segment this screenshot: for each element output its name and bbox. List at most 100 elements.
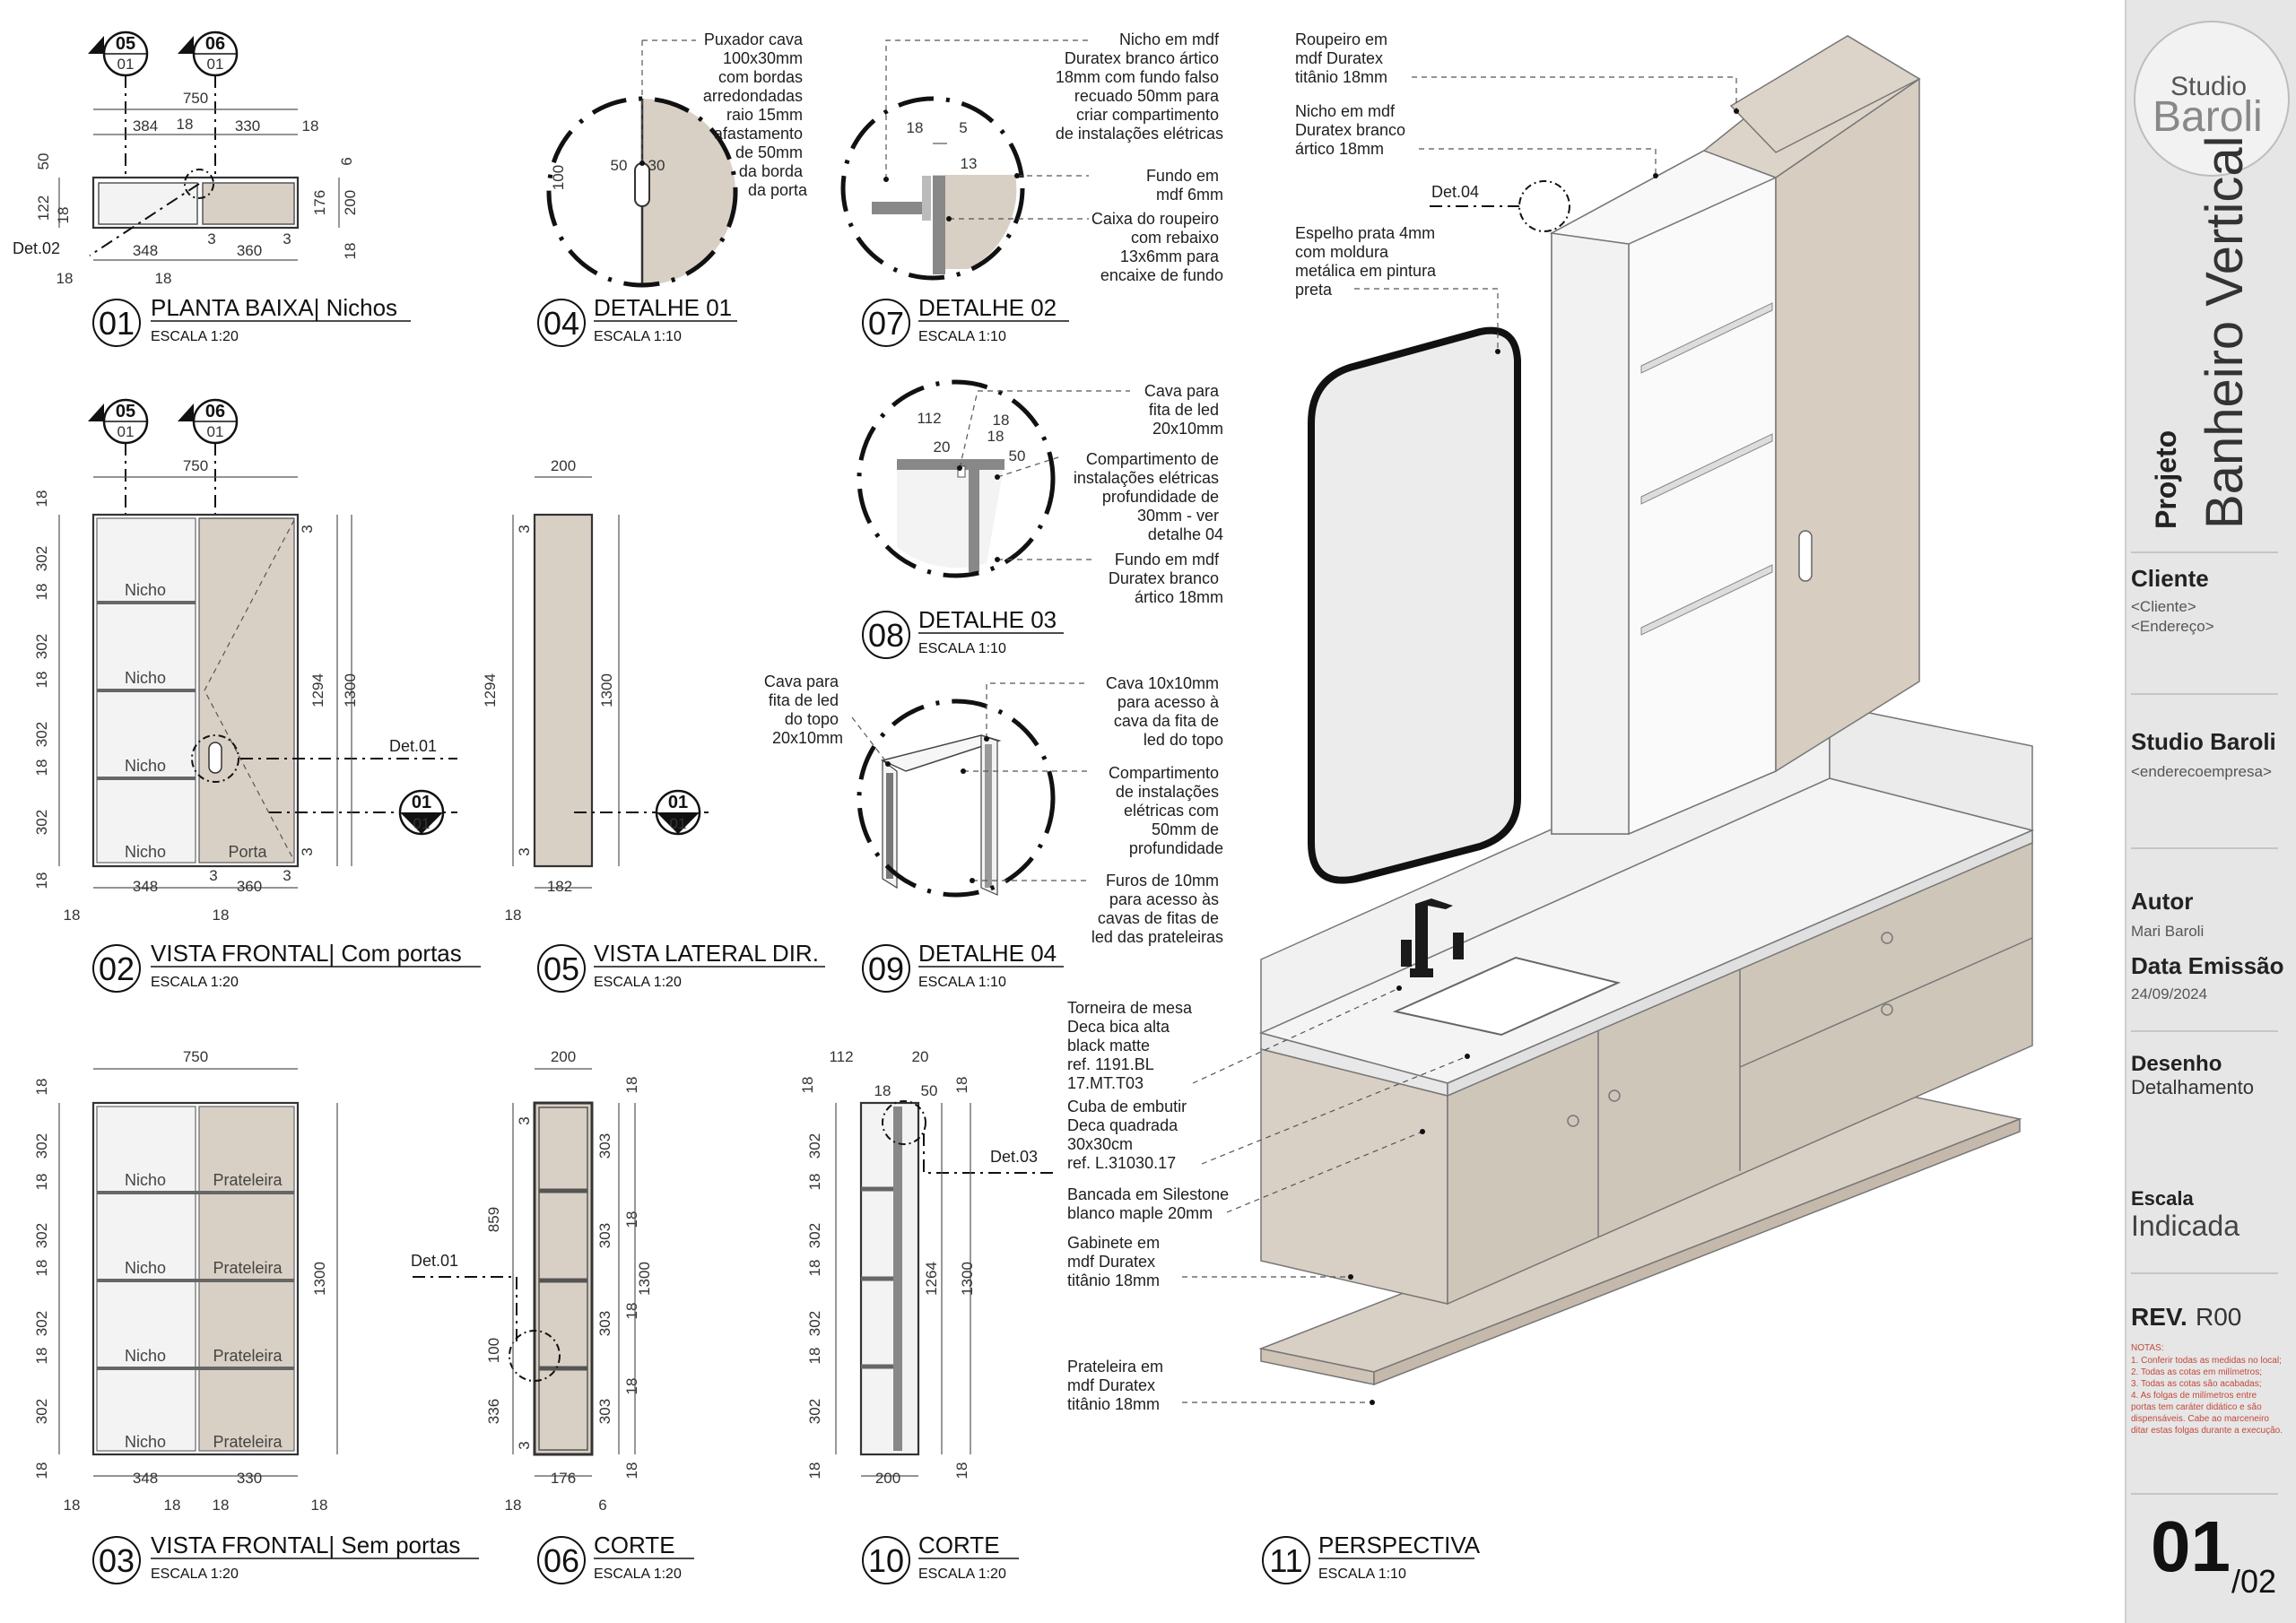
dim-750c: 750 bbox=[183, 1048, 208, 1065]
dim-1294: 1294 bbox=[309, 673, 326, 707]
title-block: Studio Baroli Projeto Banheiro Vertical … bbox=[2125, 0, 2296, 1623]
view-03-vista-frontal-sem-portas: 750 Nicho Nicho Nicho Nicho Prateleira P… bbox=[33, 1048, 479, 1584]
dim-3: 3 bbox=[207, 230, 215, 247]
view-09-number: 09 bbox=[868, 950, 904, 987]
dim-18ae: 18 bbox=[993, 412, 1010, 429]
dim-18g: 18 bbox=[33, 490, 50, 508]
dim-330: 330 bbox=[235, 117, 260, 135]
annotation-caixa-roupeiro: Caixa do roupeiro com rebaixo 13x6mm par… bbox=[1091, 210, 1223, 284]
dim-18w: 18 bbox=[505, 907, 522, 924]
view-02-title: VISTA FRONTAL| Com portas bbox=[151, 940, 462, 967]
dim-18af: 18 bbox=[987, 428, 1004, 445]
escala-value: Indicada bbox=[2131, 1210, 2239, 1242]
dim-3d: 3 bbox=[299, 847, 316, 855]
view-04-detalhe-01: 50 30 100 Puxador cava 100x30mm com bord… bbox=[537, 30, 808, 347]
dim-30: 30 bbox=[648, 157, 665, 174]
rev-value: R00 bbox=[2196, 1303, 2241, 1331]
dim-122: 122 bbox=[35, 195, 52, 221]
dim-3h: 3 bbox=[516, 847, 533, 855]
logo-line-2: Baroli bbox=[2152, 93, 2263, 141]
dim-200: 200 bbox=[342, 190, 359, 215]
dim-18al: 18 bbox=[806, 1462, 823, 1480]
dim-302a: 302 bbox=[33, 546, 50, 571]
dim-3e: 3 bbox=[209, 867, 217, 884]
data-emissao-label: Data Emissão bbox=[2131, 952, 2284, 979]
notas-title: NOTAS: bbox=[2131, 1343, 2163, 1353]
view-05-scale: ESCALA 1:20 bbox=[594, 975, 682, 990]
dim-3f: 3 bbox=[283, 867, 291, 884]
annotation-puxador: Puxador cava 100x30mm com bordas arredon… bbox=[703, 30, 808, 199]
dim-330b: 330 bbox=[237, 1470, 262, 1487]
dim-100: 100 bbox=[550, 165, 567, 190]
annotation-prateleira: Prateleira em mdf Duratex titânio 18mm bbox=[1067, 1358, 1168, 1413]
dim-18s: 18 bbox=[64, 1497, 81, 1514]
dim-3i: 3 bbox=[516, 1116, 533, 1124]
view-01-number: 01 bbox=[99, 305, 135, 342]
dim-18v: 18 bbox=[311, 1497, 328, 1514]
cliente-address: <Endereço> bbox=[2131, 618, 2214, 635]
dim-18an: 18 bbox=[953, 1462, 970, 1480]
marker-05-num: 05 bbox=[116, 34, 135, 54]
dim-200d: 200 bbox=[875, 1470, 900, 1487]
dim-302g: 302 bbox=[33, 1311, 50, 1336]
dim-384: 384 bbox=[133, 117, 158, 135]
nota-5: portas tem caráter didático e são bbox=[2131, 1402, 2262, 1412]
dim-6b: 6 bbox=[598, 1497, 606, 1514]
view-05-vista-lateral: 200 1294 3 3 1300 182 18 01 01 05 VISTA … bbox=[482, 457, 825, 993]
dim-336: 336 bbox=[485, 1399, 502, 1424]
view-03-scale: ESCALA 1:20 bbox=[151, 1567, 239, 1582]
marker-06-sheet: 01 bbox=[207, 56, 224, 73]
view-09-detalhe-04: Cava para fita de led do topo 20x10mm Ca… bbox=[764, 673, 1223, 993]
view-07-detalhe-02: 18 5 13 Nicho em mdf Duratex branco árti… bbox=[840, 30, 1223, 347]
dim-302d: 302 bbox=[33, 810, 50, 835]
marker-01b-num: 01 bbox=[668, 793, 688, 812]
logo-line-1: Studio bbox=[2170, 72, 2247, 101]
dim-50c: 50 bbox=[1009, 447, 1026, 464]
dim-3b: 3 bbox=[283, 230, 291, 247]
dim-750: 750 bbox=[183, 90, 208, 107]
dim-18l: 18 bbox=[64, 907, 81, 924]
dim-18ah: 18 bbox=[799, 1077, 816, 1094]
dim-18p: 18 bbox=[33, 1260, 50, 1277]
dim-302l: 302 bbox=[806, 1399, 823, 1424]
det-04-label: Det.04 bbox=[1431, 183, 1479, 201]
view-07-number: 07 bbox=[868, 305, 904, 342]
section-marker-01b: 01 01 bbox=[655, 789, 701, 836]
dim-18j: 18 bbox=[33, 759, 50, 777]
annotation-compartimento-30: Compartimento de instalações elétricas p… bbox=[1074, 450, 1223, 543]
dim-360: 360 bbox=[237, 242, 262, 259]
dim-859: 859 bbox=[485, 1207, 502, 1232]
annotation-fundo-18mm: Fundo em mdf Duratex branco ártico 18mm bbox=[1109, 551, 1223, 606]
section-marker-05b: 05 01 bbox=[88, 398, 149, 445]
annotation-compartimento-50: Compartimento de instalações elétricas c… bbox=[1109, 764, 1223, 857]
dim-112: 112 bbox=[917, 410, 941, 427]
label-nicho-1: Nicho bbox=[125, 581, 166, 599]
annotation-cuba: Cuba de embutir Deca quadrada 30x30cm re… bbox=[1067, 1098, 1191, 1172]
view-01-planta-baixa: 05 01 06 01 750 384 18 330 18 Det.02 50 … bbox=[13, 30, 411, 347]
dim-50: 50 bbox=[35, 153, 52, 170]
det-03-label: Det.03 bbox=[990, 1148, 1038, 1166]
nota-7: ditar estas folgas durante a execução. bbox=[2131, 1426, 2283, 1436]
annotation-espelho: Espelho prata 4mm com moldura metálica e… bbox=[1295, 224, 1440, 299]
autor-label: Autor bbox=[2131, 888, 2193, 915]
label-nicho-2: Nicho bbox=[125, 669, 166, 687]
label-porta: Porta bbox=[228, 843, 267, 861]
view-01-title: PLANTA BAIXA| Nichos bbox=[151, 294, 397, 321]
dim-302i: 302 bbox=[806, 1133, 823, 1159]
marker-01-sheet: 01 bbox=[413, 815, 430, 832]
marker-06b-num: 06 bbox=[205, 402, 225, 421]
rev-label: REV. bbox=[2131, 1303, 2187, 1331]
dim-176b: 176 bbox=[551, 1470, 576, 1487]
cliente-name: <Cliente> bbox=[2131, 598, 2196, 615]
det-02-label: Det.02 bbox=[13, 239, 60, 257]
dim-18ac: 18 bbox=[505, 1497, 522, 1514]
nota-2: 2. Todas as cotas em milímetros; bbox=[2131, 1367, 2262, 1377]
dim-13: 13 bbox=[961, 155, 978, 172]
view-08-number: 08 bbox=[868, 617, 904, 654]
view-07-scale: ESCALA 1:10 bbox=[918, 329, 1006, 344]
view-11-title: PERSPECTIVA bbox=[1318, 1532, 1481, 1558]
view-10-corte: 112 20 18 50 Det.03 18 302 18 302 18 302… bbox=[799, 1048, 1058, 1584]
view-11-perspectiva: Det.04 Roupeiro em mdf Duratex titânio 1… bbox=[1067, 30, 2035, 1584]
view-02-vista-frontal-com-portas: 05 01 06 01 750 Nicho Nicho Nicho Nicho … bbox=[33, 398, 481, 993]
